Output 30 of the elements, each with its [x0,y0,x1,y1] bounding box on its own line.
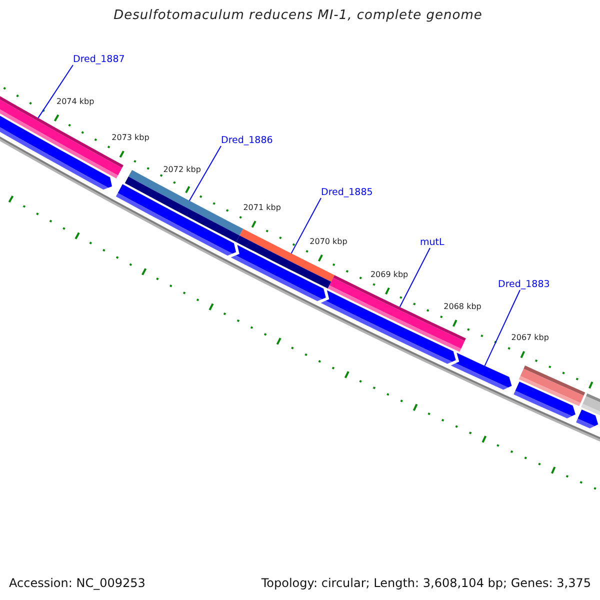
gene-label: mutL [420,237,444,248]
gene-bar [518,366,586,406]
pointed-gene-bar [514,382,576,418]
genome-summary-text: Topology: circular; Length: 3,608,104 bp; Genes: 3,375 [261,576,591,590]
tick-label: 2067 kbp [511,333,549,344]
tick-label: 2070 kbp [310,236,348,247]
gene-bar [236,228,334,289]
pointed-gene-bar [230,244,326,302]
gene-label: Dred_1886 [221,135,273,146]
leader-line [38,64,74,118]
pointed-gene-bar [116,184,236,256]
gene-bar [581,393,600,416]
pointed-gene-bar [450,352,512,390]
tick-label: 2069 kbp [370,270,408,280]
leader-line [188,146,222,202]
tick-label: 2071 kbp [243,203,281,214]
leader-line [484,290,520,366]
tick-label: 2068 kbp [444,302,482,312]
tick-label: 2073 kbp [112,133,150,144]
leader-line [290,198,322,254]
leader-line [399,248,430,308]
accession-text: Accession: NC_009253 [9,576,146,590]
pointed-gene-bar [576,410,598,428]
tick-label: 2074 kbp [56,97,94,108]
map-title: Desulfotomaculum reducens MI-1, complete genome [114,8,482,24]
pointed-gene-bar [0,116,112,190]
gene-label: Dred_1883 [498,279,550,290]
gene-label: Dred_1887 [73,54,125,65]
gene-label: Dred_1885 [321,187,373,198]
tick-label: 2072 kbp [163,164,201,175]
